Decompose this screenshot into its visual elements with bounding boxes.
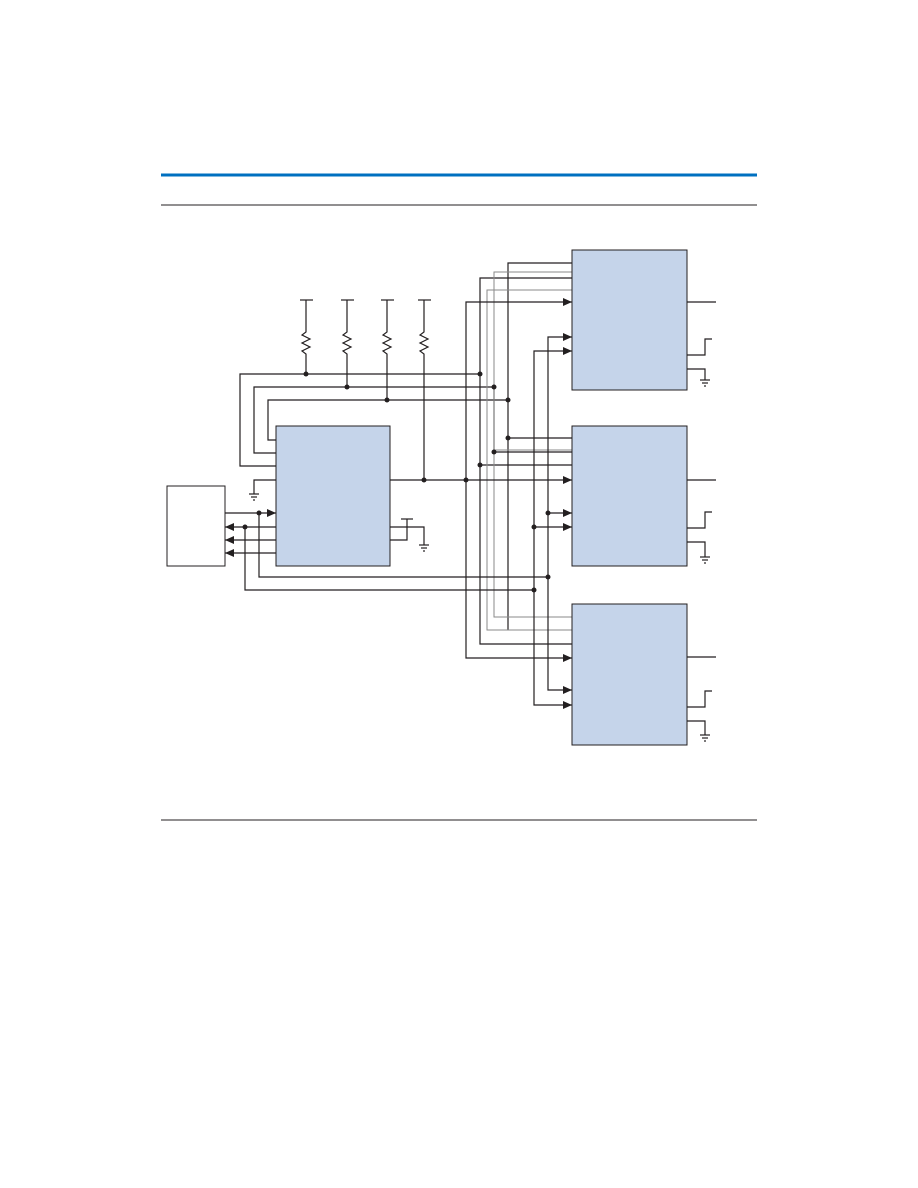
controller-vcc-right	[390, 519, 408, 541]
controller-gnd-left	[253, 479, 276, 494]
controller-chip	[275, 425, 391, 567]
device-chip-1	[571, 249, 688, 391]
gray-bus-1	[493, 271, 572, 618]
device-chip-3	[571, 603, 688, 746]
device-1-terminals	[687, 301, 716, 387]
junction-dots	[242, 371, 551, 593]
controller-gnd-right	[390, 526, 425, 545]
pull-up-resistor-4	[418, 299, 431, 480]
device-2-terminals	[687, 479, 716, 564]
pull-up-resistor-2	[341, 299, 354, 387]
bus-wire-b	[253, 386, 494, 454]
host-loop-lower	[244, 527, 534, 591]
device-3-terminals	[687, 656, 716, 742]
bus-wire-a	[239, 373, 480, 467]
pull-up-resistor-3	[381, 299, 394, 400]
device-chip-2	[571, 425, 688, 567]
host-loop-upper	[258, 513, 548, 578]
bus-vertical-494b	[493, 387, 572, 453]
bus-vertical-494	[507, 262, 572, 630]
pull-up-resistor-1	[300, 299, 313, 374]
gray-bus-2	[486, 289, 572, 631]
host-box	[166, 485, 226, 567]
arrowheads	[225, 298, 572, 709]
bus-vertical-480	[479, 277, 572, 645]
